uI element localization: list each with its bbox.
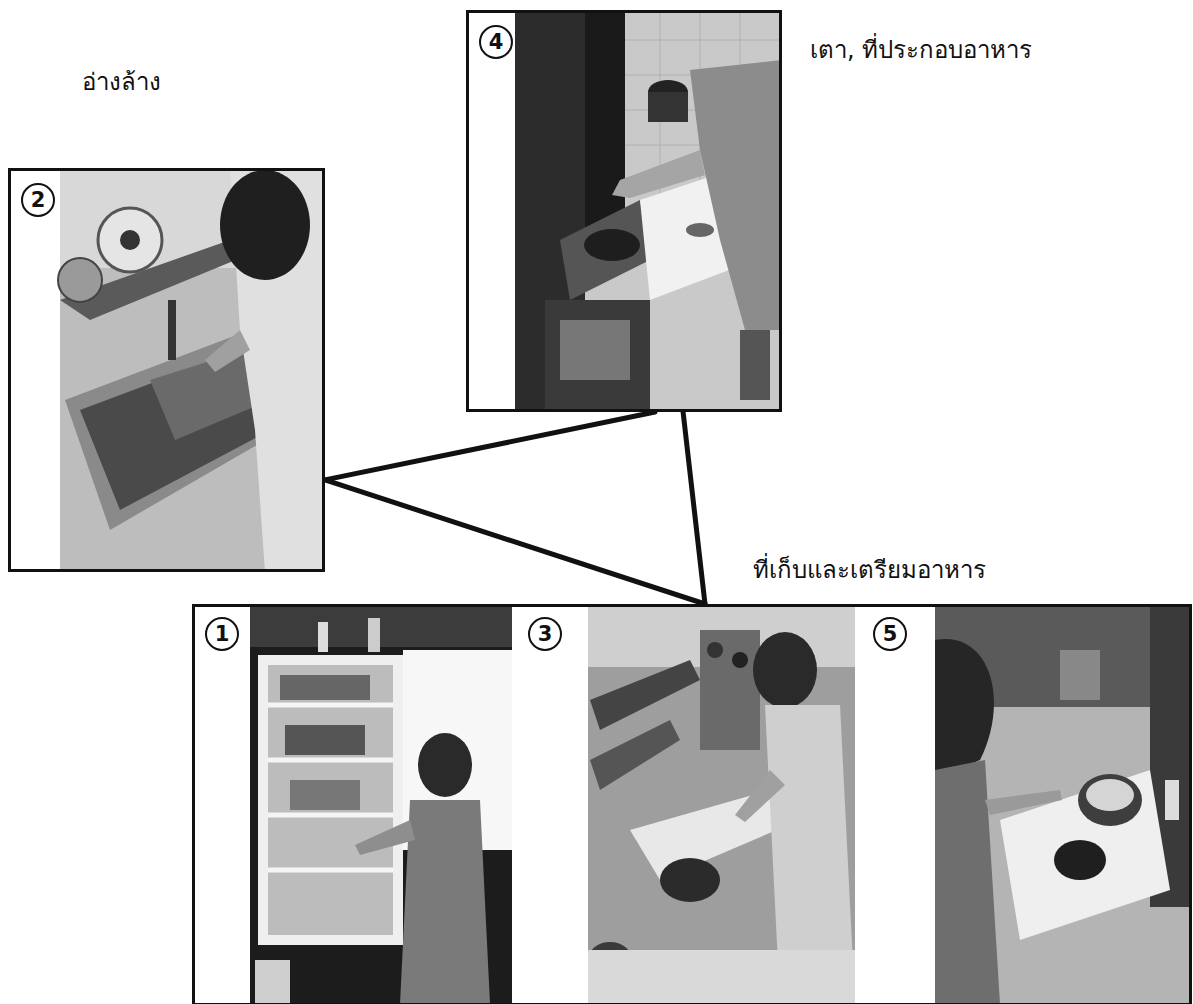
fridge-photo — [250, 607, 512, 1004]
photo-cell: 1 — [195, 607, 512, 1003]
serving-photo — [935, 607, 1192, 1004]
triangle-connector — [683, 412, 705, 604]
preparation-photo — [588, 607, 855, 1004]
sink-photo — [58, 168, 325, 572]
area-label: ที่เก็บและเตรียมอาหาร — [750, 555, 989, 586]
area-label: เตา, ที่ประกอบอาหาร — [807, 35, 1035, 66]
area-label: อ่างล้าง — [79, 67, 164, 98]
photo-frame: 4เตา, ที่ประกอบอาหาร — [466, 10, 782, 412]
triangle-connector — [325, 412, 655, 480]
photo-cell: 5 — [855, 607, 1189, 1003]
photo-frame: อ่างล้าง2 — [8, 168, 325, 572]
callout-number: 1 — [205, 617, 239, 651]
photo-panel: 135ที่เก็บและเตรียมอาหาร — [192, 604, 1192, 1004]
triangle-connector — [325, 480, 705, 604]
callout-number: 5 — [873, 617, 907, 651]
photo-cell: 3 — [512, 607, 855, 1003]
callout-number: 3 — [528, 617, 562, 651]
callout-number: 2 — [21, 183, 55, 217]
stove-photo — [515, 10, 782, 412]
callout-number: 4 — [479, 25, 513, 59]
